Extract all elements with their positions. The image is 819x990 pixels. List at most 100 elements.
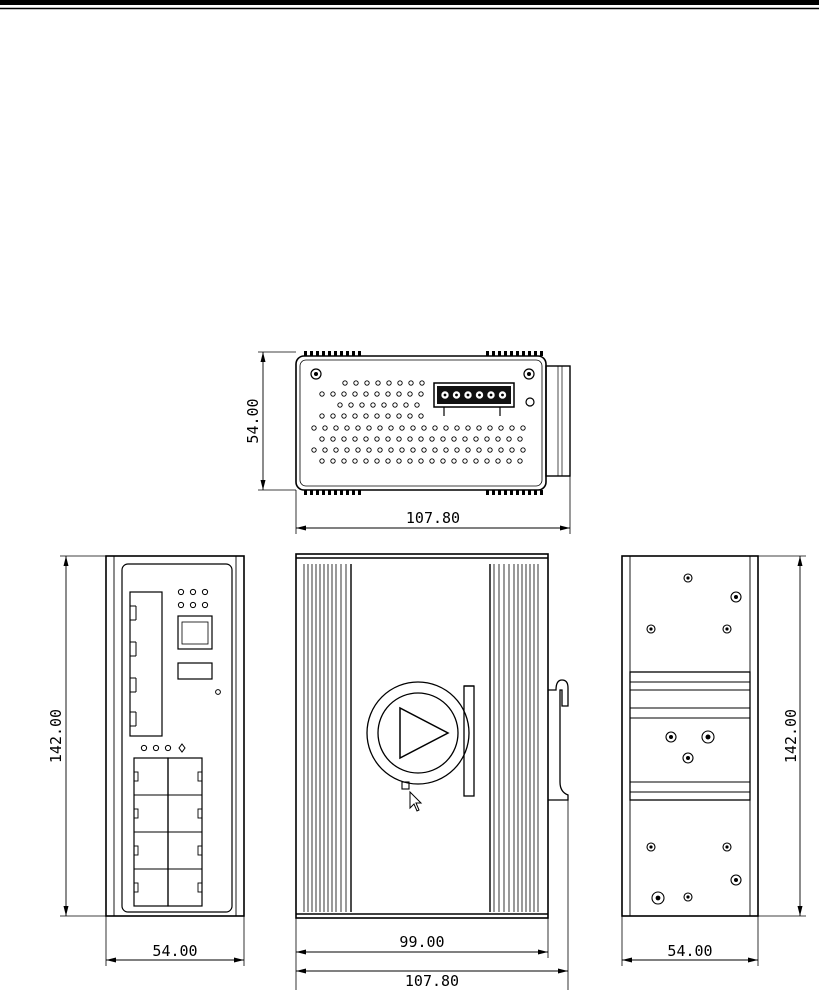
rear-view-body: [622, 556, 758, 916]
mounting-screws: [647, 574, 741, 904]
rear-view: 142.00 54.00: [622, 556, 806, 966]
vent-hole: [342, 459, 346, 463]
vent-hole: [320, 437, 324, 441]
vent-hole: [342, 437, 346, 441]
vent-hole: [338, 403, 342, 407]
fin: [340, 490, 343, 495]
play-logo-icon: [367, 682, 474, 796]
vent-hole: [510, 448, 514, 452]
vent-hole: [441, 437, 445, 441]
fin: [540, 351, 543, 356]
cursor-marker: [402, 782, 421, 811]
dimension-label: 142.00: [782, 709, 800, 763]
vent-hole: [386, 414, 390, 418]
vent-hole: [349, 403, 353, 407]
terminal-screw-center: [444, 394, 447, 397]
top-view: 54.00 107.80: [244, 351, 570, 534]
vent-hole: [393, 403, 397, 407]
vent-hole: [397, 414, 401, 418]
vent-hole: [430, 459, 434, 463]
vent-hole: [441, 459, 445, 463]
dimension-rear-width: 54.00: [622, 916, 758, 966]
vent-hole: [331, 392, 335, 396]
fin: [304, 490, 307, 495]
fin: [492, 351, 495, 356]
vent-hole: [510, 426, 514, 430]
fin: [504, 351, 507, 356]
dimension-top-height: 54.00: [244, 352, 296, 490]
vent-hole: [499, 448, 503, 452]
vent-hole: [331, 414, 335, 418]
vent-hole: [408, 392, 412, 396]
port-leds: [141, 744, 185, 752]
vent-hole: [485, 437, 489, 441]
vent-hole: [455, 448, 459, 452]
vent-hole: [422, 426, 426, 430]
fin: [322, 351, 325, 356]
vent-hole: [521, 448, 525, 452]
vent-hole: [466, 448, 470, 452]
fin: [528, 490, 531, 495]
fin: [534, 351, 537, 356]
vent-hole: [496, 437, 500, 441]
vent-hole: [375, 459, 379, 463]
vent-hole: [320, 414, 324, 418]
vent-hole: [474, 459, 478, 463]
vent-hole: [419, 414, 423, 418]
vent-hole: [398, 381, 402, 385]
fin: [334, 351, 337, 356]
dimension-label: 54.00: [244, 398, 262, 443]
fin: [516, 351, 519, 356]
vent-hole: [365, 381, 369, 385]
vent-hole: [518, 437, 522, 441]
vent-hole: [371, 403, 375, 407]
vent-hole: [419, 392, 423, 396]
vent-hole: [386, 437, 390, 441]
header-rule: [0, 0, 819, 9]
front-view: 142.00 54.00: [47, 556, 244, 966]
fin: [486, 490, 489, 495]
vent-hole: [419, 459, 423, 463]
vent-hole: [397, 459, 401, 463]
terminal-screw-center: [478, 394, 481, 397]
fin: [328, 490, 331, 495]
vent-hole: [408, 437, 412, 441]
vent-hole: [375, 414, 379, 418]
dimension-label: 107.80: [406, 509, 460, 527]
vent-hole: [356, 426, 360, 430]
vent-hole: [320, 392, 324, 396]
vent-hole: [331, 437, 335, 441]
vent-hole: [323, 448, 327, 452]
vent-hole: [356, 448, 360, 452]
vent-hole: [477, 426, 481, 430]
fin: [540, 490, 543, 495]
vent-hole: [433, 448, 437, 452]
vent-hole: [507, 459, 511, 463]
reset-hole: [216, 690, 221, 695]
vent-hole: [367, 426, 371, 430]
vent-hole: [411, 426, 415, 430]
vent-hole: [367, 448, 371, 452]
vent-hole: [345, 448, 349, 452]
fin: [352, 351, 355, 356]
fin: [328, 351, 331, 356]
terminal-screw-center: [501, 394, 504, 397]
heatsink-fins: [304, 564, 538, 912]
terminal-screw-center: [467, 394, 470, 397]
vent-hole: [411, 448, 415, 452]
label-slot: [178, 663, 212, 679]
vent-hole: [312, 426, 316, 430]
vent-hole: [485, 459, 489, 463]
vent-hole: [499, 426, 503, 430]
vent-hole: [474, 437, 478, 441]
vent-hole: [415, 403, 419, 407]
fin: [352, 490, 355, 495]
vent-hole: [334, 426, 338, 430]
fin: [346, 490, 349, 495]
fin: [316, 490, 319, 495]
vent-hole: [320, 459, 324, 463]
vent-hole: [408, 459, 412, 463]
vent-hole: [364, 414, 368, 418]
vent-hole: [312, 448, 316, 452]
vent-hole: [342, 392, 346, 396]
